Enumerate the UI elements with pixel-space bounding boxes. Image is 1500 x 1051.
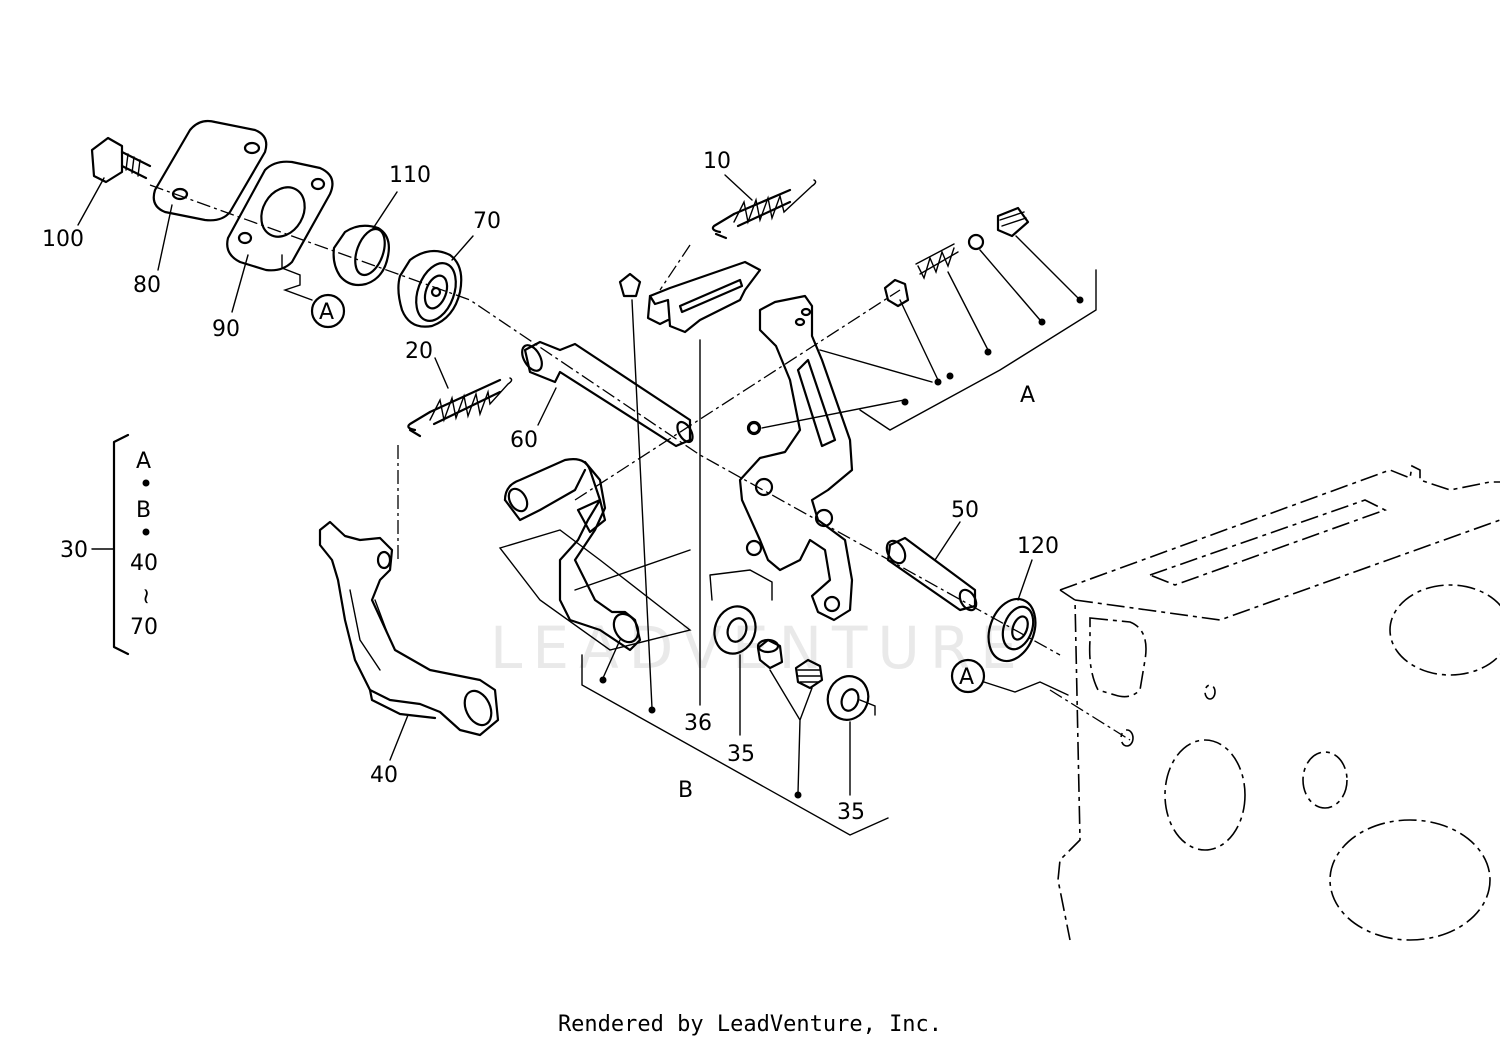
callout-10: 10	[703, 149, 731, 174]
leader-10	[724, 174, 753, 201]
main-axis-line	[149, 184, 1061, 656]
svg-text:A: A	[959, 665, 974, 690]
spring-small-a[interactable]	[996, 206, 1030, 238]
spring-axis-line	[574, 289, 901, 501]
callout-35-left: 35	[727, 742, 755, 767]
callout-40: 40	[370, 763, 398, 788]
leader-100	[77, 177, 105, 226]
callout-36: 36	[684, 711, 712, 736]
ball-b[interactable]	[746, 420, 762, 436]
kit-line-tilde: ~	[133, 587, 158, 605]
group-label-b: B	[678, 778, 693, 803]
leader-50	[934, 521, 961, 561]
leader-110	[371, 191, 398, 231]
group-b-bracket	[581, 654, 889, 836]
leader-120	[1017, 559, 1033, 601]
svg-text:A: A	[319, 300, 334, 325]
washer-35-left[interactable]	[708, 601, 762, 660]
leader-40	[389, 714, 409, 761]
gasket-90[interactable]	[226, 160, 334, 272]
leader-a-6	[761, 399, 905, 429]
pin-35-left[interactable]	[756, 638, 784, 670]
block-axis-line	[1049, 689, 1131, 741]
leader-60	[537, 387, 557, 426]
callout-90: 90	[212, 317, 240, 342]
plate-80[interactable]	[152, 119, 268, 222]
spring-a[interactable]	[915, 243, 959, 280]
bearing-70[interactable]	[397, 249, 463, 328]
leader-a-3	[979, 249, 1041, 321]
governor-fork[interactable]	[498, 421, 761, 652]
engine-block-outline	[1057, 464, 1500, 941]
callout-50: 50	[951, 498, 979, 523]
screw-35[interactable]	[794, 658, 824, 690]
leader-b-2	[631, 299, 653, 709]
callout-30: 30	[60, 538, 88, 563]
bolt-100[interactable]	[90, 136, 152, 184]
kit-line-40: 40	[130, 551, 158, 576]
leader-b-3	[769, 669, 813, 794]
box-35-upper	[709, 569, 773, 601]
leader-a-5	[819, 349, 933, 383]
kit-line-b: B	[136, 498, 151, 523]
leader-a-4	[1015, 235, 1081, 301]
bearing-120[interactable]	[980, 592, 1043, 667]
spring10-drop-line	[659, 244, 691, 291]
callout-110: 110	[389, 163, 431, 188]
bracket-36[interactable]	[618, 260, 762, 334]
leader-a-2	[947, 271, 989, 351]
ball-a[interactable]	[967, 233, 985, 251]
group-label-a: A	[1020, 383, 1035, 408]
plunger-a[interactable]	[883, 278, 910, 308]
kit-line-70: 70	[130, 615, 158, 640]
circled-a-right: A	[950, 658, 1069, 696]
callout-60: 60	[510, 428, 538, 453]
kit-bracket-30: A B 40 ~ 70	[91, 433, 158, 656]
leader-70	[451, 235, 474, 261]
callout-100: 100	[42, 227, 84, 252]
spring-20[interactable]	[407, 377, 513, 438]
leader-20	[434, 357, 449, 389]
callout-80: 80	[133, 273, 161, 298]
box-35-lower	[859, 699, 876, 716]
leader-90	[231, 254, 249, 313]
group-a-bracket	[859, 269, 1097, 431]
spring-10[interactable]	[711, 179, 817, 240]
seal-110[interactable]	[332, 224, 391, 287]
washer-35-right[interactable]	[822, 670, 875, 725]
governor-plate[interactable]	[738, 294, 854, 622]
circled-a-left: A	[281, 254, 346, 329]
leader-b-1	[602, 639, 621, 679]
callout-20: 20	[405, 339, 433, 364]
callout-70: 70	[473, 209, 501, 234]
watermark-text: LEADVENTURE	[490, 614, 1027, 682]
leader-a-1	[899, 299, 939, 381]
shaft-60[interactable]	[518, 340, 696, 448]
leader-80	[157, 204, 173, 271]
kit-line-a: A	[136, 449, 151, 474]
callout-120: 120	[1017, 534, 1059, 559]
callout-35-right: 35	[837, 800, 865, 825]
footer-credit: Rendered by LeadVenture, Inc.	[557, 1012, 943, 1037]
pin-50[interactable]	[883, 536, 979, 613]
lever-40[interactable]	[318, 520, 500, 737]
